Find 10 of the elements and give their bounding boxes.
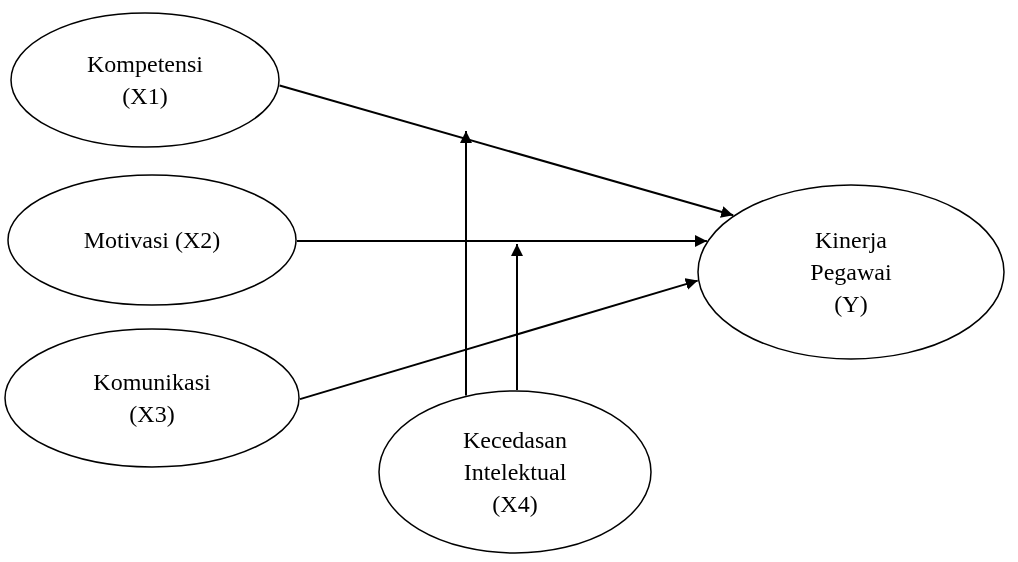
node-label: Motivasi (X2)	[82, 226, 222, 255]
arrow	[299, 278, 699, 401]
arrow	[511, 243, 523, 391]
node-label: Komunikasi (X3)	[92, 368, 212, 429]
arrow	[296, 235, 708, 247]
arrow	[460, 130, 472, 397]
node-label: Kompetensi (X1)	[86, 50, 204, 111]
arrow	[278, 84, 735, 218]
node-label: Kinerja Pegawai (Y)	[809, 226, 893, 319]
node-label: Kecedasan Intelektual (X4)	[462, 426, 568, 519]
